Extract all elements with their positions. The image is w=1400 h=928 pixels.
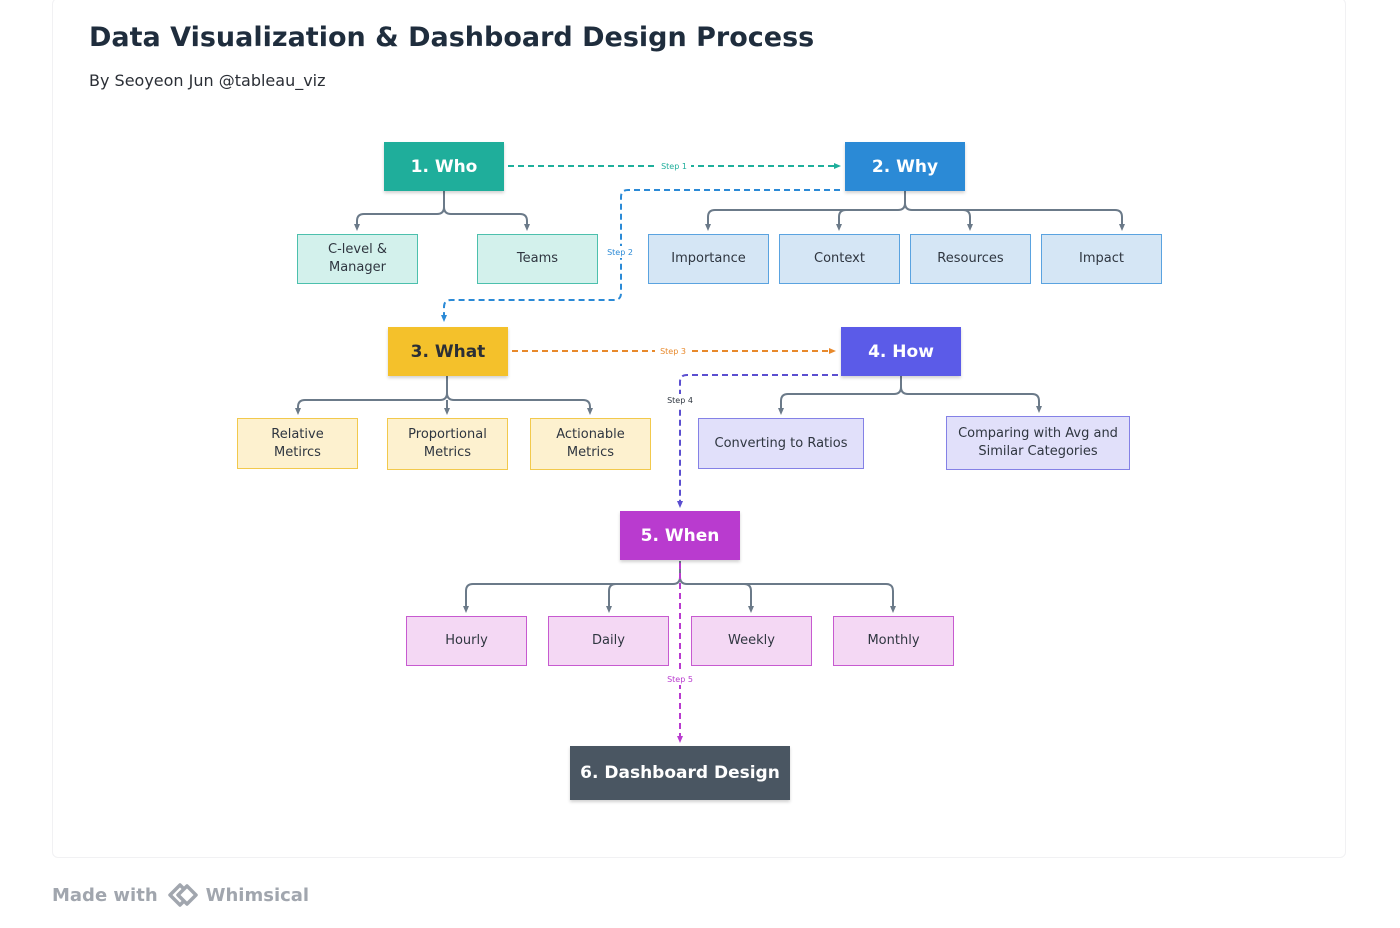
why-item-impact[interactable]: Impact (1041, 234, 1162, 284)
page-subtitle: By Seoyeon Jun @tableau_viz (89, 71, 326, 90)
made-with-text: Made with (52, 884, 158, 906)
when-item-weekly[interactable]: Weekly (691, 616, 812, 666)
what-tree-connector (295, 376, 593, 415)
step5-label: Step 5 (667, 675, 693, 684)
when-item-daily[interactable]: Daily (548, 616, 669, 666)
who-item-c-level-manager[interactable]: C-level & Manager (297, 234, 418, 284)
who-item-teams[interactable]: Teams (477, 234, 598, 284)
when-tree-connector (463, 561, 896, 613)
step4-arrow (677, 374, 838, 508)
when-item-hourly[interactable]: Hourly (406, 616, 527, 666)
node-when[interactable]: 5. When (620, 511, 740, 560)
what-item-proportional-metrics[interactable]: Proportional Metrics (387, 418, 508, 470)
why-item-importance[interactable]: Importance (648, 234, 769, 284)
node-how[interactable]: 4. How (841, 327, 961, 376)
page-title: Data Visualization & Dashboard Design Pr… (89, 22, 815, 53)
who-tree-connector (354, 191, 530, 231)
step3-label: Step 3 (660, 347, 686, 356)
what-item-actionable-metrics[interactable]: Actionable Metrics (530, 418, 651, 470)
how-tree-connector (778, 376, 1042, 415)
step2-label: Step 2 (607, 248, 633, 257)
step2-arrow (441, 189, 840, 322)
step4-label: Step 4 (667, 396, 693, 405)
step1-label: Step 1 (661, 162, 687, 171)
how-item-comparing-avg-categories[interactable]: Comparing with Avg and Similar Categorie… (946, 416, 1130, 470)
whimsical-brand-text: Whimsical (205, 884, 310, 906)
node-who[interactable]: 1. Who (384, 142, 504, 191)
when-item-monthly[interactable]: Monthly (833, 616, 954, 666)
footer-attribution[interactable]: Made with Whimsical (52, 882, 309, 908)
what-item-relative-metrics[interactable]: Relative Metircs (237, 418, 358, 469)
why-item-context[interactable]: Context (779, 234, 900, 284)
why-tree-connector (705, 191, 1125, 231)
node-what[interactable]: 3. What (388, 327, 508, 376)
node-why[interactable]: 2. Why (845, 142, 965, 191)
node-dashboard-design[interactable]: 6. Dashboard Design (570, 746, 790, 800)
why-item-resources[interactable]: Resources (910, 234, 1031, 284)
how-item-converting-to-ratios[interactable]: Converting to Ratios (698, 418, 864, 469)
whimsical-logo-icon (166, 882, 200, 908)
